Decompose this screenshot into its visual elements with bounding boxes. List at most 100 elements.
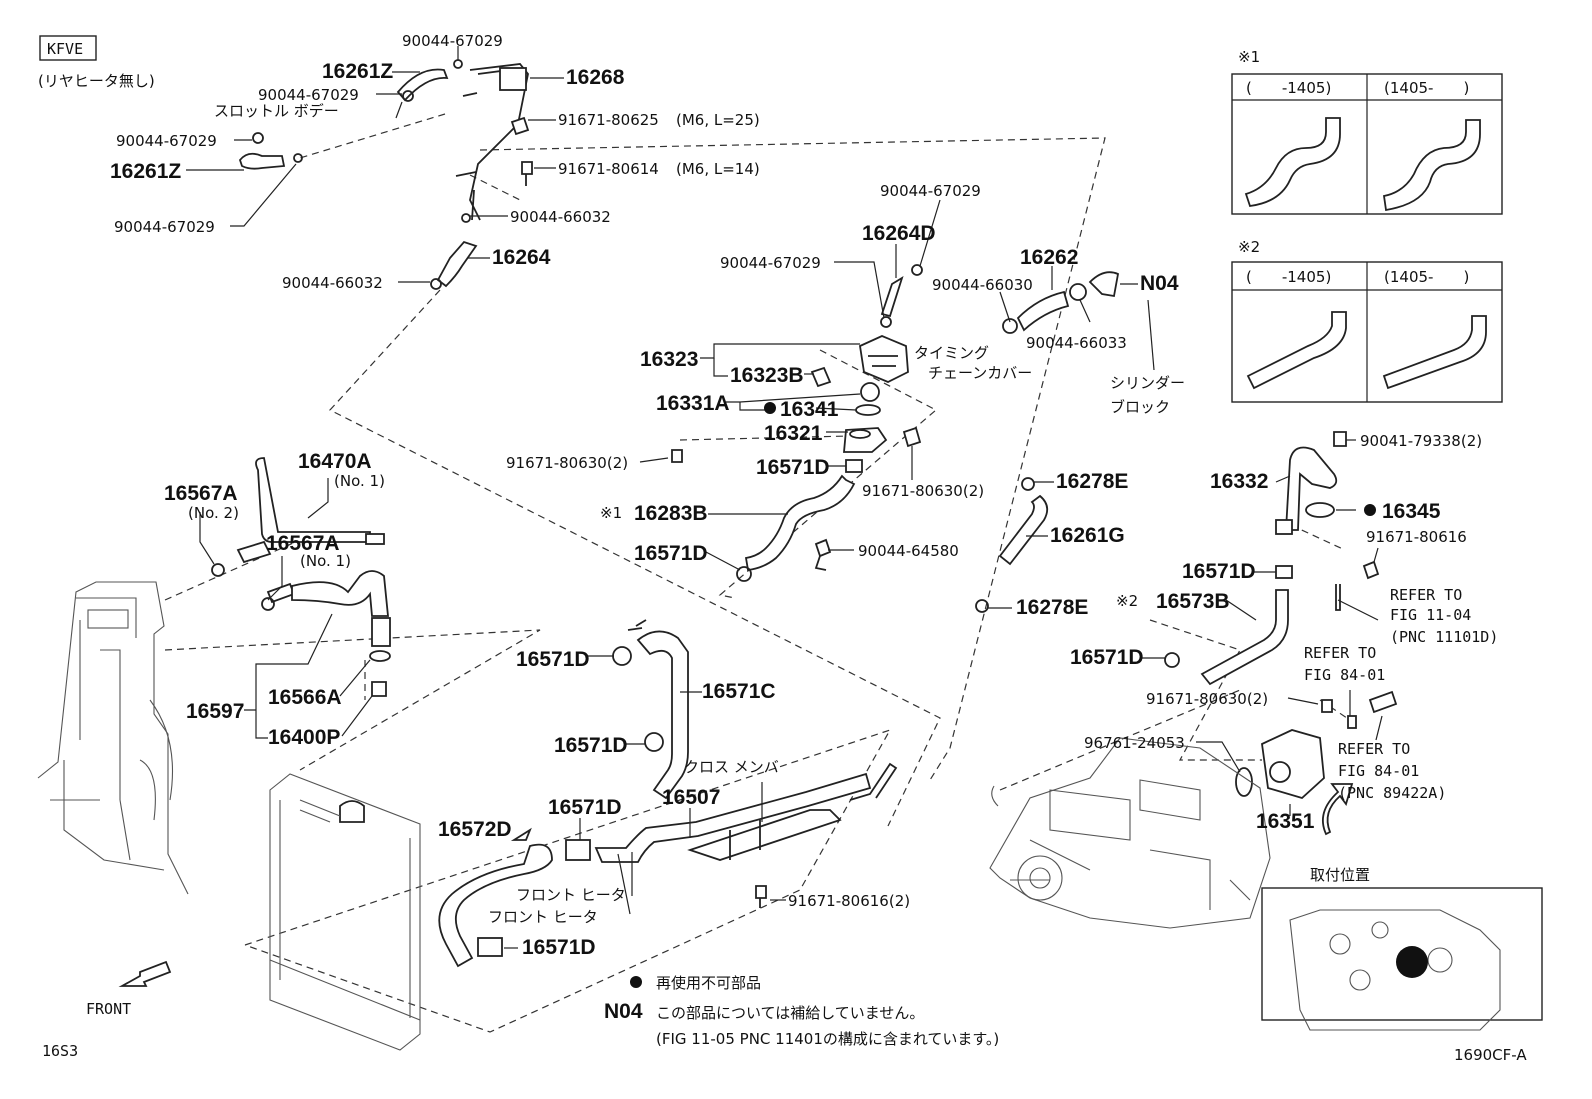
variant-note: (リヤヒータ無し)	[38, 72, 155, 90]
bolt-80616-2	[755, 885, 767, 908]
lead-9004466030	[999, 291, 1011, 323]
inset2-hose-new	[1382, 315, 1487, 390]
hose-16566a-neck	[371, 617, 391, 647]
variant-code: KFVE	[47, 40, 83, 58]
part-9004466030: 90044-66030	[932, 276, 1033, 294]
bolt-80630-a	[671, 449, 683, 463]
bolt-80630-c	[1321, 699, 1333, 713]
housing-ribs	[868, 355, 898, 367]
hose-16571c	[636, 630, 689, 800]
lead-16567a-no2	[199, 512, 215, 565]
legend-n04-line1: この部品については補給していません。	[656, 1004, 924, 1022]
inset2-col1: ( -1405)	[1246, 268, 1331, 286]
part-9167180630-b: 91671-80630(2)	[862, 482, 984, 500]
clip-66032-a	[461, 213, 471, 223]
part-16283b-mark: ※1	[600, 504, 622, 522]
lead-16571d-b	[705, 551, 741, 571]
bolt-91671-80614	[521, 161, 533, 186]
inset1-hose-old	[1244, 117, 1341, 207]
clip-67029-c	[880, 316, 892, 328]
clamp-16571d-c	[612, 646, 632, 666]
lead-9004467029-c	[834, 261, 885, 319]
lead-16323	[700, 343, 860, 359]
clamp-16571d-h	[1164, 652, 1180, 668]
lead-16341	[815, 407, 857, 411]
refer1-line3: (PNC 11101D)	[1390, 628, 1498, 646]
part-16332: 16332	[1210, 470, 1268, 493]
hose-16261g	[998, 494, 1049, 566]
bolt-91671-80616	[1362, 560, 1380, 580]
bolt-91671-80625	[510, 116, 530, 136]
inset2-hose-old	[1246, 311, 1347, 390]
legend-non-reusable-dot	[630, 976, 642, 988]
clip-16567a-no1	[261, 597, 275, 611]
pipe-bracket	[499, 67, 527, 91]
mount-inset-block	[1289, 909, 1501, 1031]
clip-left-4	[293, 153, 303, 163]
engine-details	[1010, 779, 1251, 910]
dash-radiator-b	[164, 629, 541, 771]
part-16261z-mid: 16261Z	[110, 160, 181, 183]
label-timing-cover-2: チェーンカバー	[928, 364, 1032, 382]
part-9676124053: 96761-24053	[1084, 734, 1185, 752]
part-9167180616-2: 91671-80616(2)	[788, 892, 910, 910]
refer3-line1: REFER TO	[1338, 740, 1410, 758]
lead-9004467029-r	[919, 199, 941, 267]
inset2-mark: ※2	[1238, 238, 1260, 256]
part-16571d-h: 16571D	[1070, 646, 1144, 669]
mount-hole-a	[1329, 933, 1351, 955]
lead-9676124053	[1196, 741, 1241, 773]
pipe-16332	[1285, 446, 1338, 531]
part-16573b-mark: ※2	[1116, 592, 1138, 610]
housing-16323	[859, 335, 909, 383]
part-16283b: 16283B	[634, 502, 708, 525]
gasket-reservoir	[369, 650, 391, 662]
figure-code: 1690CF-A	[1454, 1046, 1527, 1064]
clip-66030	[1002, 318, 1018, 334]
part-16597: 16597	[186, 700, 244, 723]
part-16470a-no: (No. 1)	[334, 472, 385, 490]
lead-9004466033	[1079, 299, 1091, 323]
lead-refer1	[1337, 599, 1379, 621]
sensor-washer	[1347, 715, 1357, 729]
part-16323: 16323	[640, 348, 698, 371]
clip-left-2	[402, 90, 414, 102]
part-16571d-d: 16571D	[554, 734, 628, 757]
clamp-16571d-e	[565, 839, 591, 861]
lead-16323b	[713, 358, 728, 377]
part-16331a: 16331A	[656, 392, 730, 415]
clip-66032-b	[430, 278, 442, 290]
radiator-frame	[269, 800, 421, 1021]
part-9167180625: 91671-80625	[558, 111, 659, 129]
part-9004179338: 90041-79338(2)	[1360, 432, 1482, 450]
legend-non-reusable-text: 再使用不可部品	[656, 974, 761, 992]
location-arrow	[1322, 783, 1354, 836]
hose-16567a-no2	[236, 540, 272, 564]
lead-16573b	[1225, 599, 1257, 621]
flow-arrow-bottom	[510, 827, 532, 841]
clamp-16571d-g	[1275, 565, 1293, 579]
refer3-line2: FIG 84-01	[1338, 762, 1419, 780]
clip-left-3	[252, 132, 264, 144]
variant-box	[39, 35, 97, 61]
hose-16470a-end	[365, 533, 385, 545]
part-9004467029-l3: 90044-67029	[116, 132, 217, 150]
mount-inset-label: 取付位置	[1310, 866, 1370, 884]
clamp-16571d-d	[644, 732, 664, 752]
inlet-opening	[849, 429, 871, 439]
label-front-heater-1: フロント ヒータ	[516, 886, 626, 904]
sensor-16323b	[810, 366, 832, 388]
part-9004467029-l2: 90044-67029	[258, 86, 359, 104]
inlet-16351	[1261, 729, 1325, 800]
clamp-16571d-b	[736, 566, 752, 582]
sensor-body	[1368, 690, 1398, 714]
part-9167180630-a: 91671-80630(2)	[506, 454, 628, 472]
part-16567a-no1-num: 16567A	[266, 532, 340, 555]
part-16567a-no2-tag: (No. 2)	[188, 504, 239, 522]
part-9167180614: 91671-80614	[558, 160, 659, 178]
refer1-line1: REFER TO	[1390, 586, 1462, 604]
legend-n04-line2: (FIG 11-05 PNC 11401の構成に含まれています。)	[656, 1030, 999, 1048]
support-curve	[139, 699, 174, 821]
part-16261g: 16261G	[1050, 524, 1125, 547]
